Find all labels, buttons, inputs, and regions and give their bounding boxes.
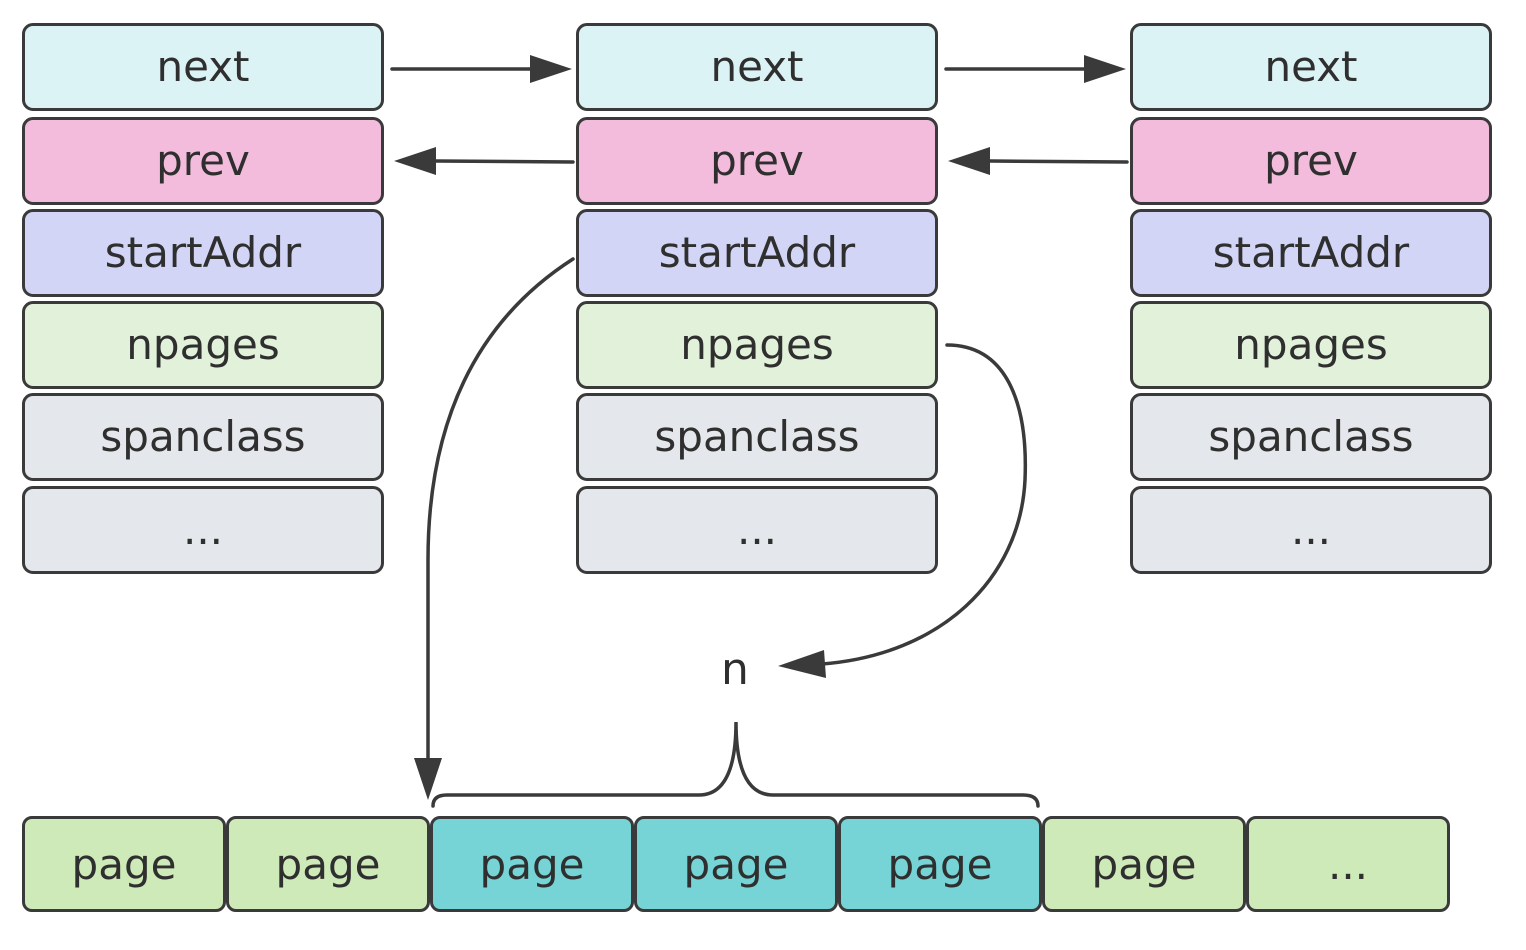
- prev-arrow-3-to-2: [988, 159, 1129, 164]
- field-prev: prev: [1130, 117, 1492, 205]
- field-npages: npages: [22, 301, 384, 389]
- page-cell-5: page: [838, 816, 1042, 912]
- brace-label-n: n: [721, 644, 749, 695]
- field-npages: npages: [1130, 301, 1492, 389]
- prev-arrow-2-to-1: [434, 159, 575, 164]
- page-row: page page page page page page ...: [22, 816, 1452, 912]
- field-next: next: [576, 23, 938, 111]
- field-startaddr: startAddr: [576, 209, 938, 297]
- field-npages: npages: [576, 301, 938, 389]
- page-cell-1: page: [22, 816, 226, 912]
- field-spanclass: spanclass: [1130, 393, 1492, 481]
- field-more: ...: [1130, 486, 1492, 574]
- page-cell-4: page: [634, 816, 838, 912]
- brace-curly: [431, 721, 1040, 808]
- field-startaddr: startAddr: [1130, 209, 1492, 297]
- page-cell-7: ...: [1246, 816, 1450, 912]
- startaddr-pointer-curve: [426, 257, 575, 762]
- npages-pointer-curve: [820, 343, 1028, 666]
- field-next: next: [1130, 23, 1492, 111]
- field-next: next: [22, 23, 384, 111]
- field-spanclass: spanclass: [576, 393, 938, 481]
- page-cell-3: page: [430, 816, 634, 912]
- page-cell-6: page: [1042, 816, 1246, 912]
- field-startaddr: startAddr: [22, 209, 384, 297]
- field-more: ...: [576, 486, 938, 574]
- field-spanclass: spanclass: [22, 393, 384, 481]
- field-prev: prev: [22, 117, 384, 205]
- field-more: ...: [22, 486, 384, 574]
- field-prev: prev: [576, 117, 938, 205]
- page-cell-2: page: [226, 816, 430, 912]
